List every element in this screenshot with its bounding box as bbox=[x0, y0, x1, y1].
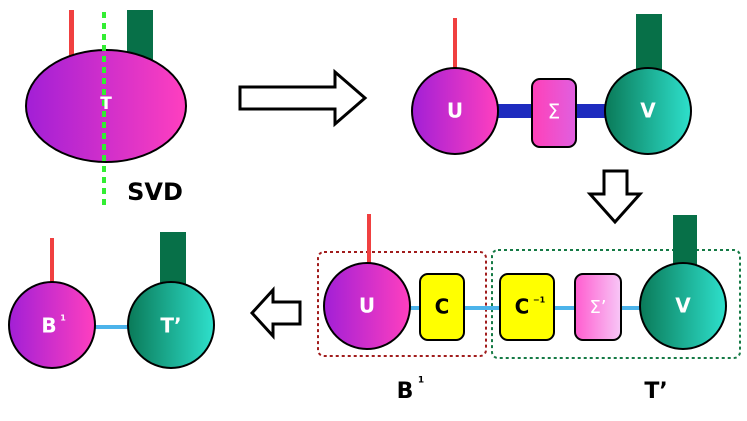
node-v2 bbox=[639, 262, 727, 350]
red-leg bbox=[453, 18, 457, 73]
node-cinv bbox=[499, 273, 555, 341]
node-c-label: C bbox=[435, 295, 450, 319]
green-leg bbox=[636, 14, 662, 76]
node-u2-label: U bbox=[359, 294, 375, 318]
node-b1-sup: 1 bbox=[60, 314, 66, 323]
arrow-down bbox=[586, 169, 644, 225]
red-leg bbox=[367, 214, 371, 269]
red-leg bbox=[50, 238, 54, 288]
grouped-chain: U C C −1 Σ’ V B 1 T’ bbox=[317, 214, 741, 404]
usv-group: U Σ V bbox=[411, 14, 692, 155]
arrow-right bbox=[238, 68, 368, 128]
node-sigma-label: Σ bbox=[548, 100, 561, 124]
result-group: B 1 T’ bbox=[8, 232, 215, 369]
node-b1-label: B bbox=[41, 314, 56, 338]
group-t-box bbox=[491, 249, 741, 359]
svd-caption: SVD bbox=[127, 178, 183, 206]
tensor-t-label: T bbox=[100, 94, 112, 114]
node-v bbox=[604, 67, 692, 155]
node-sigma bbox=[531, 78, 577, 148]
node-t-prime bbox=[127, 281, 215, 369]
group-b-caption: B bbox=[397, 379, 414, 404]
group-b-caption-sup: 1 bbox=[418, 376, 424, 386]
group-t-caption: T’ bbox=[644, 379, 667, 404]
node-sigma-prime-label: Σ’ bbox=[589, 297, 606, 318]
node-b1 bbox=[8, 281, 96, 369]
node-v-label: V bbox=[640, 99, 656, 123]
arrow-left bbox=[249, 286, 302, 340]
node-u2 bbox=[323, 262, 411, 350]
node-cinv-label: C bbox=[515, 295, 530, 319]
group-b-box bbox=[317, 251, 487, 357]
node-u bbox=[411, 67, 499, 155]
node-u-label: U bbox=[447, 99, 463, 123]
node-sigma-prime bbox=[574, 273, 622, 341]
node-cinv-sup: −1 bbox=[533, 296, 546, 305]
node-t-prime-label: T’ bbox=[160, 314, 181, 338]
node-c bbox=[419, 273, 465, 341]
tensor-t-group: T SVD bbox=[25, 10, 187, 206]
red-leg bbox=[69, 10, 74, 70]
node-v2-label: V bbox=[675, 294, 691, 318]
